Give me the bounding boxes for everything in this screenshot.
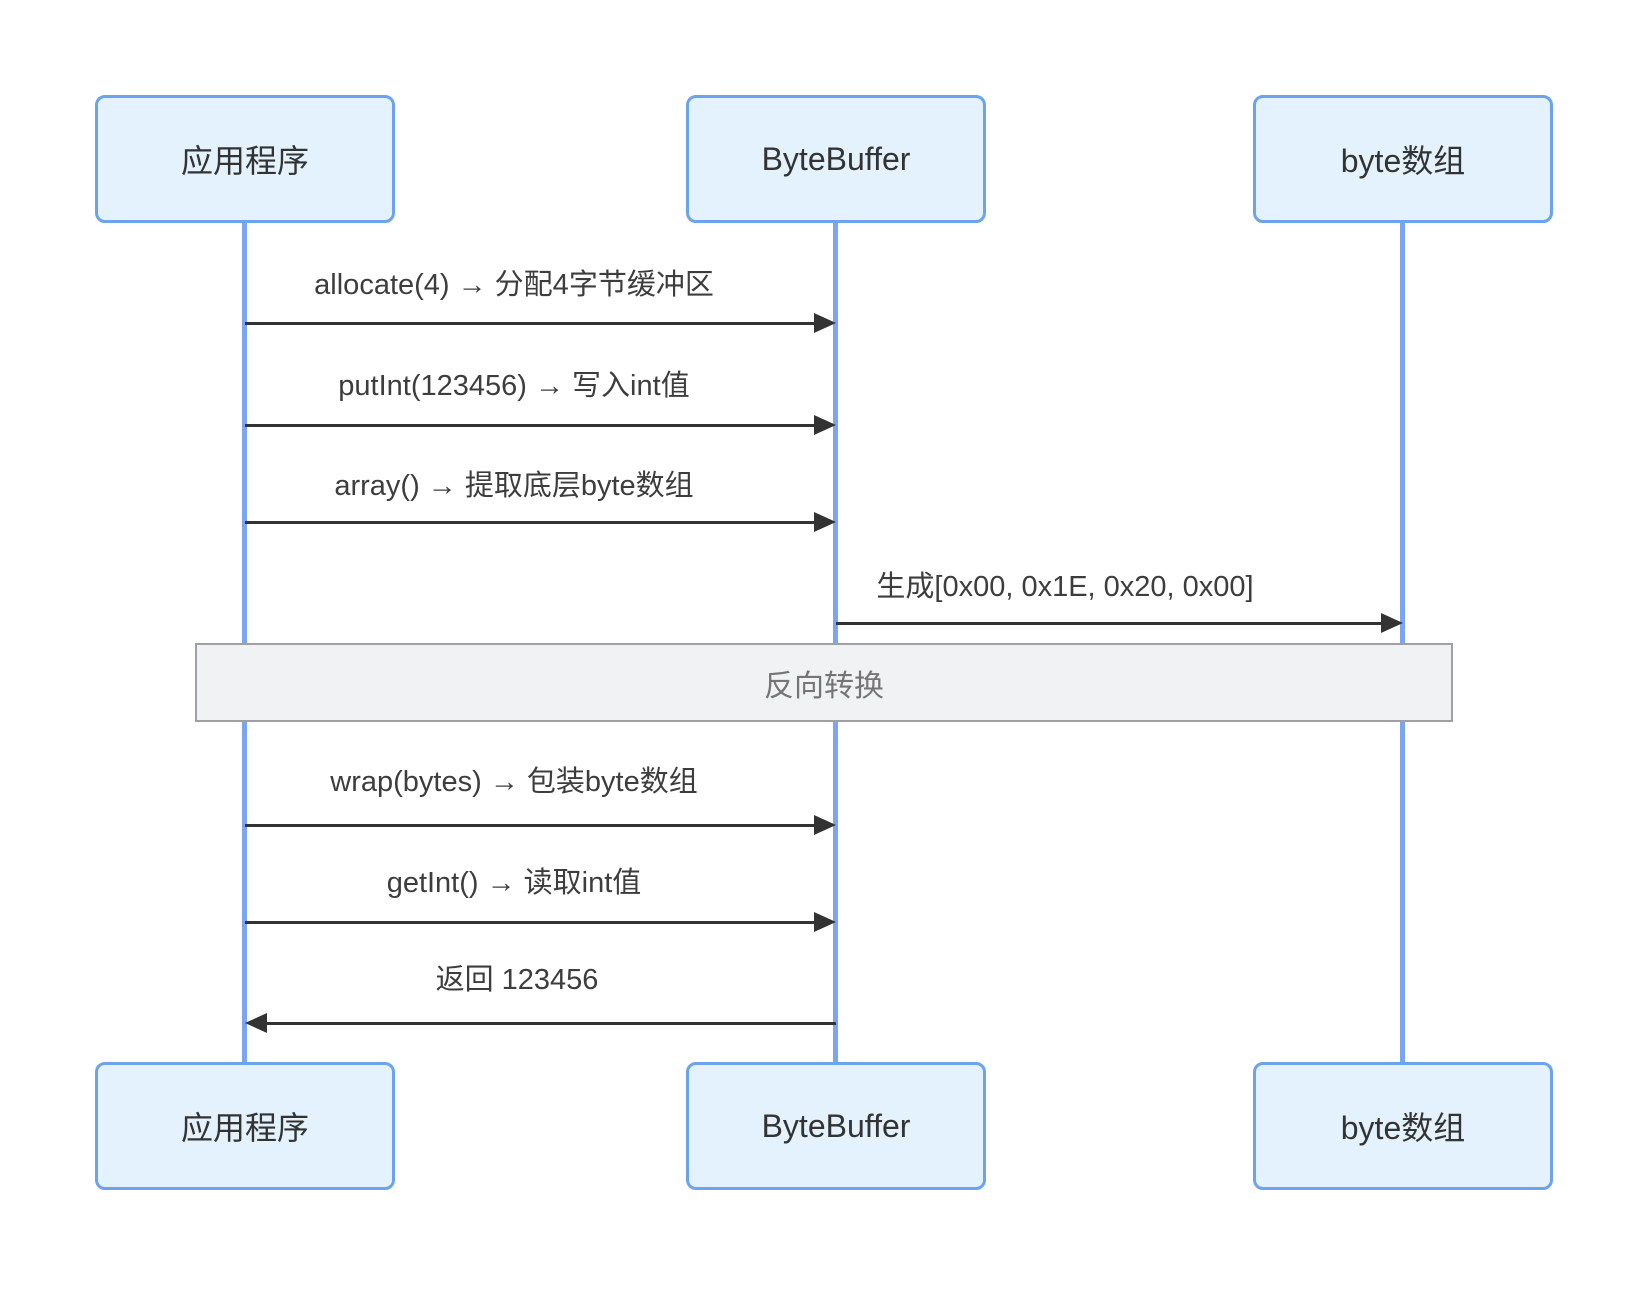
divider-reverse-conversion: 反向转换 bbox=[195, 643, 1453, 722]
divider-label: 反向转换 bbox=[764, 669, 884, 703]
actor-label: ByteBuffer bbox=[761, 140, 911, 177]
message-arrow-getint bbox=[245, 912, 836, 932]
actor-label: ByteBuffer bbox=[761, 1107, 911, 1144]
message-arrow-array bbox=[245, 512, 836, 532]
message-label-wrap: wrap(bytes) → 包装byte数组 bbox=[330, 766, 698, 798]
message-arrow-wrap bbox=[245, 815, 836, 835]
actor-top-application: 应用程序 bbox=[95, 95, 395, 223]
actor-top-bytearray: byte数组 bbox=[1253, 95, 1553, 223]
actor-label: byte数组 bbox=[1340, 1110, 1466, 1146]
message-label-getint: getInt() → 读取int值 bbox=[386, 867, 642, 899]
message-label-allocate: allocate(4) → 分配4字节缓冲区 bbox=[314, 269, 714, 301]
actor-top-bytebuffer: ByteBuffer bbox=[686, 95, 986, 223]
actor-bottom-bytearray: byte数组 bbox=[1253, 1062, 1553, 1190]
message-arrow-putint bbox=[245, 415, 836, 435]
actor-bottom-bytebuffer: ByteBuffer bbox=[686, 1062, 986, 1190]
actor-label: byte数组 bbox=[1340, 143, 1466, 179]
message-arrow-allocate bbox=[245, 313, 836, 333]
message-label-generate: 生成[0x00, 0x1E, 0x20, 0x00] bbox=[876, 571, 1254, 603]
message-label-array: array() → 提取底层byte数组 bbox=[334, 470, 694, 502]
actor-label: 应用程序 bbox=[180, 1110, 309, 1146]
message-label-putint: putInt(123456) → 写入int值 bbox=[338, 370, 690, 402]
message-label-return: 返回 123456 bbox=[435, 964, 599, 996]
actor-bottom-application: 应用程序 bbox=[95, 1062, 395, 1190]
actor-label: 应用程序 bbox=[180, 143, 309, 179]
message-arrow-generate bbox=[836, 613, 1403, 633]
message-arrow-return bbox=[245, 1013, 836, 1033]
